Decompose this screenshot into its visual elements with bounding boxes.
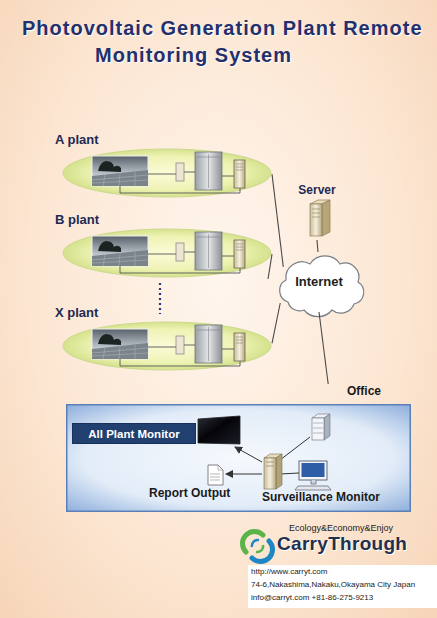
address-panel [248, 565, 437, 608]
network-link [319, 312, 328, 384]
plant-equipment [92, 232, 245, 273]
office-wire [280, 437, 310, 460]
server-top [310, 200, 330, 204]
db-server [312, 418, 324, 440]
wall-monitor [198, 416, 240, 444]
plant-ellipse [62, 148, 272, 198]
internet-cloud: Internet [268, 252, 370, 312]
company-logo [242, 531, 272, 561]
company-tagline: Ecology&Economy&Enjoy [289, 523, 393, 533]
continuation-dots [159, 283, 161, 314]
plant-ellipse [62, 228, 272, 278]
plant-node: X plant [52, 305, 272, 371]
office-rect [67, 405, 411, 512]
network-link [272, 174, 283, 267]
db-top [312, 414, 330, 418]
diagram-title: Photovoltaic Generation Plant Remote Mon… [0, 15, 425, 69]
company-address: 74-6,Nakashima,Nakaku,Okayama City Japan [251, 580, 415, 589]
report-document [208, 465, 223, 485]
node-text: X plant [55, 305, 98, 320]
report-arrow [226, 474, 262, 475]
icon-caption: Report Output [149, 486, 230, 500]
db-side [324, 414, 330, 440]
server-side [322, 200, 330, 236]
db-slots [313, 423, 323, 433]
plant-ellipse [62, 321, 272, 371]
plant-ellipse [63, 149, 271, 197]
office-equipment [198, 414, 331, 490]
pc-side [276, 454, 282, 489]
pc-monitor [299, 461, 327, 480]
plant-ellipse [63, 229, 271, 277]
monitor-tag: All Plant Monitor [72, 423, 196, 444]
node-text: B plant [55, 212, 99, 227]
network-link [316, 240, 318, 252]
icon-caption: Surveillance Monitor [262, 490, 380, 504]
plant-equipment [92, 152, 245, 193]
office-wire [280, 473, 299, 474]
server-front [310, 204, 322, 236]
node-text: Server [291, 183, 343, 197]
pc-slots [266, 462, 274, 466]
server-icon [310, 200, 330, 236]
plant-node: B plant [52, 212, 272, 280]
network-link [272, 303, 280, 343]
node-text: Internet [268, 274, 370, 289]
pc-stand [311, 480, 316, 484]
node-text: A plant [55, 132, 99, 147]
company-url: http://www.carryt.com [251, 567, 327, 576]
pc-tower [264, 458, 276, 489]
company-name: CarryThrough [277, 533, 407, 555]
keyboard [295, 486, 331, 490]
server-node: Server [291, 182, 343, 240]
node-text: All Plant Monitor [73, 428, 195, 440]
pc-screen [302, 463, 325, 477]
server-slots [312, 209, 320, 217]
logo-swirl [256, 545, 263, 552]
display-arrow [235, 447, 262, 462]
document-lines [210, 465, 223, 480]
logo-swirl [242, 531, 263, 552]
node-text: Office [347, 384, 381, 398]
plant-ellipse [63, 322, 271, 370]
logo-swirl [252, 541, 273, 562]
logo-swirl [252, 540, 259, 547]
plant-equipment [92, 325, 245, 366]
company-contact: info@carryt.com +81-86-275-9213 [251, 593, 373, 602]
pc-top [264, 454, 282, 458]
plant-node: A plant [52, 132, 272, 200]
network-link [268, 254, 272, 279]
